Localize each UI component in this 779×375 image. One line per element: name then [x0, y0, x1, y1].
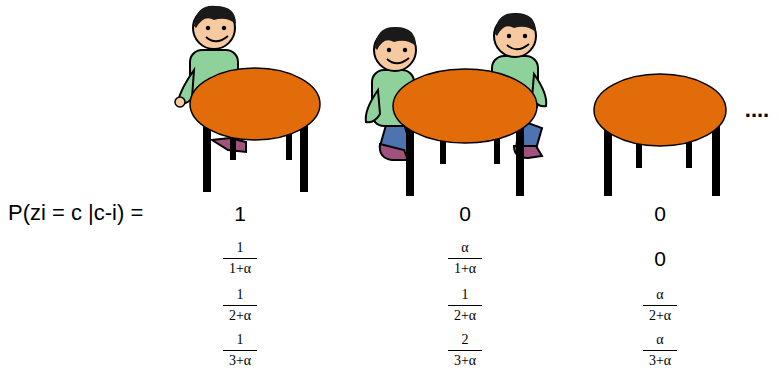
round-table: [190, 68, 320, 192]
fraction-denominator: 3+α: [229, 354, 251, 368]
probability-value: 0: [459, 203, 471, 224]
fraction-denominator: 3+α: [649, 354, 671, 368]
probability-value: 0: [654, 248, 666, 269]
fraction-numerator: 1: [237, 241, 244, 255]
fraction-numerator: 1: [462, 288, 469, 302]
fraction-denominator: 2+α: [229, 309, 251, 323]
ellipsis: ....: [745, 99, 769, 121]
fraction-numerator: 2: [462, 333, 469, 347]
fraction-numerator: 1: [237, 333, 244, 347]
round-table: [594, 74, 726, 196]
fraction-denominator: 1+α: [229, 262, 251, 276]
fraction-denominator: 1+α: [454, 262, 476, 276]
probability-value: 1: [234, 203, 246, 224]
probability-label: P(zi = c |c-i) =: [8, 202, 143, 224]
fraction-numerator: α: [461, 241, 468, 255]
fraction-numerator: α: [656, 333, 663, 347]
fraction-denominator: 3+α: [454, 354, 476, 368]
fraction-bar: [223, 259, 677, 351]
fraction-numerator: α: [656, 288, 663, 302]
fraction-numerator: 1: [237, 288, 244, 302]
fraction-denominator: 2+α: [454, 309, 476, 323]
fraction-denominator: 2+α: [649, 309, 671, 323]
probability-value: 0: [654, 203, 666, 224]
round-table: [393, 69, 537, 196]
